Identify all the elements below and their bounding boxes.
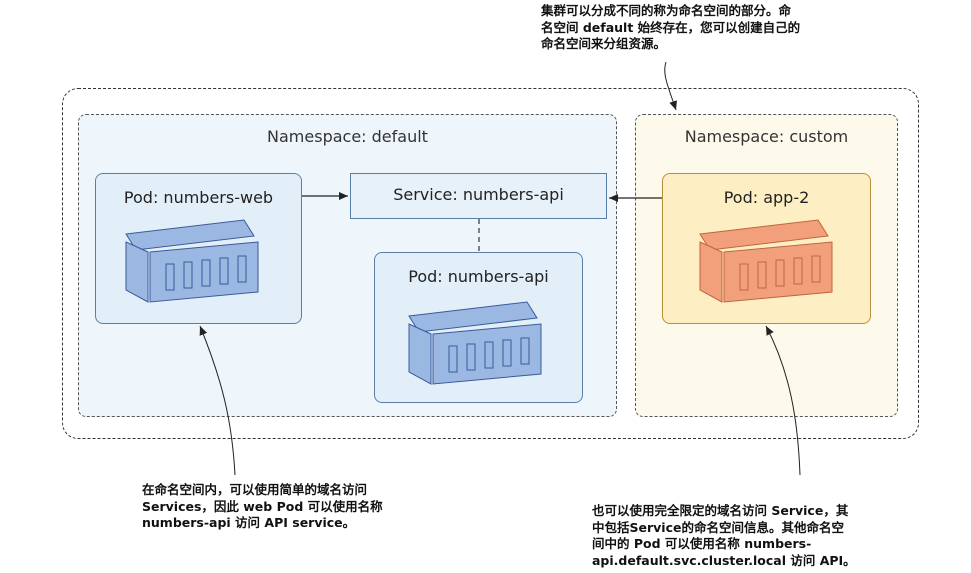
note-same-namespace: 在命名空间内，可以使用简单的域名访问 Services，因此 web Pod 可… — [142, 482, 432, 532]
note-fqdn-line: 中包括Service的命名空间信息。其他命名空 — [592, 519, 844, 535]
callout-arrow-top — [664, 61, 677, 111]
note-fqdn-line: api.default.svc.cluster.local 访问 API。 — [592, 552, 856, 568]
note-fqdn-line: 也可以使用完全限定的域名访问 Service，其 — [592, 503, 849, 518]
note-namespaces-line: 名空间 default 始终存在，您可以创建自己的 — [541, 19, 801, 35]
note-fqdn-line: 间中的 Pod 可以使用名称 numbers- — [592, 536, 812, 551]
container-icon-numbers-api — [408, 301, 542, 385]
note-namespaces-line: 集群可以分成不同的称为命名空间的部分。命 — [541, 3, 792, 18]
service-numbers-api-title: Service: numbers-api — [393, 185, 564, 204]
pod-numbers-web-title: Pod: numbers-web — [123, 188, 274, 207]
namespace-custom-title: Namespace: custom — [684, 127, 849, 146]
namespace-default-title: Namespace: default — [267, 127, 428, 146]
note-namespaces: 集群可以分成不同的称为命名空间的部分。命 名空间 default 始终存在，您可… — [541, 3, 853, 53]
note-same-namespace-line: Services，因此 web Pod 可以使用名称 — [142, 498, 383, 514]
cluster-boundary — [62, 88, 919, 439]
note-same-namespace-line: 在命名空间内，可以使用简单的域名访问 — [142, 482, 368, 497]
container-icon-numbers-web — [125, 219, 259, 303]
note-same-namespace-line: numbers-api 访问 API service。 — [142, 515, 356, 530]
callout-arrow-right — [765, 325, 801, 476]
pod-app-2-title: Pod: app-2 — [723, 188, 810, 207]
note-fqdn: 也可以使用完全限定的域名访问 Service，其 中包括Service的命名空间… — [592, 503, 902, 569]
note-namespaces-line: 命名空间来分组资源。 — [541, 36, 667, 51]
service-numbers-api: Service: numbers-api — [350, 173, 607, 219]
pod-numbers-api-title: Pod: numbers-api — [408, 267, 549, 286]
container-icon-app-2 — [699, 219, 833, 303]
callout-arrow-left — [199, 325, 236, 476]
